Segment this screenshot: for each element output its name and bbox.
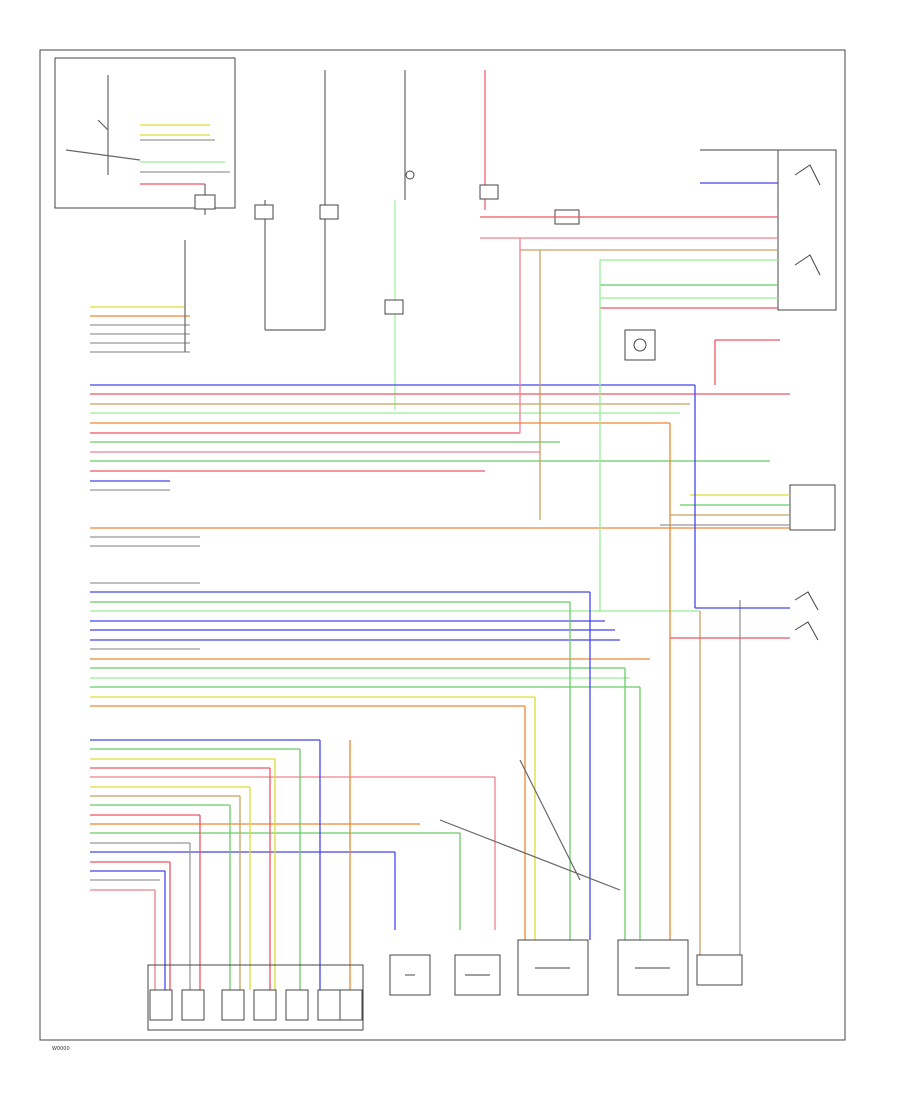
vertical-wire-runs: [154, 238, 741, 990]
ecm-connector-a: [90, 240, 190, 353]
vehicle-speed-sensor: [389, 954, 431, 996]
output-speed-sensor: [617, 939, 689, 996]
throttle-position-sensor: [517, 939, 589, 996]
ecm-connector-d: [90, 582, 700, 707]
ignition-switch-area: [54, 57, 236, 215]
ecm-connector-b: [90, 384, 790, 491]
ecm-connector-c: [90, 527, 790, 547]
overdrive-switch: [454, 954, 501, 996]
fluid-temp-sensor: [696, 954, 743, 986]
leader-line-ground: [439, 819, 621, 891]
transmission-solenoid-block: [147, 964, 364, 1031]
transmission-range-switch: [480, 149, 837, 311]
right-side-components: [624, 329, 836, 641]
fuse-columns: [254, 70, 580, 410]
ecm-connector-e: [90, 739, 495, 891]
diagram-frame: [39, 49, 846, 1041]
diagram-code: W0000: [52, 1046, 70, 1052]
leader-line-shield: [519, 759, 581, 881]
